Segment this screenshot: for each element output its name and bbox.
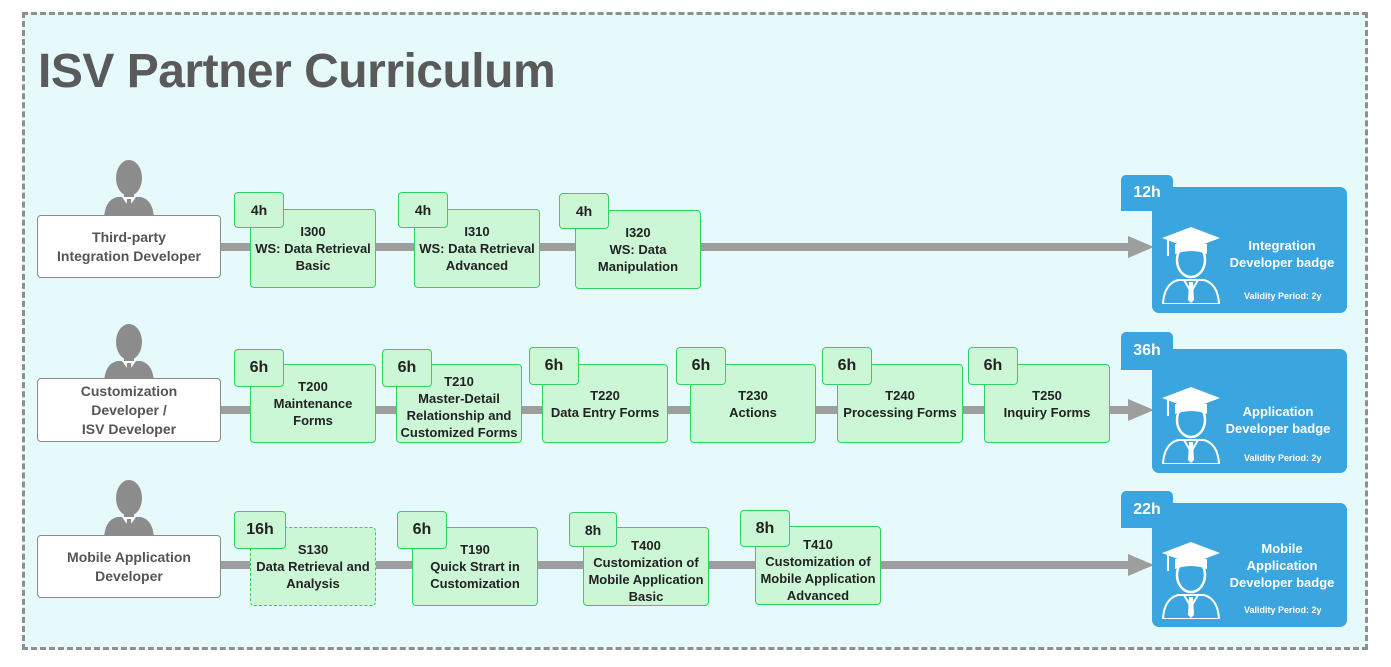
hours-tag: 4h <box>559 193 609 229</box>
course-card[interactable]: I300 WS: Data Retrieval Basic <box>250 209 376 288</box>
arrow-icon <box>1128 554 1154 576</box>
badge-label: Integration Developer badge <box>1229 238 1335 270</box>
badge-hours-tab: 12h <box>1121 175 1173 211</box>
role-label: Customization Developer / ISV Developer <box>80 382 178 437</box>
course-label: S130 Data Retrieval and Analysis <box>256 542 370 591</box>
course-label: T250 Inquiry Forms <box>1003 387 1091 420</box>
hours-tag: 6h <box>968 347 1018 385</box>
hours-tag: 8h <box>740 510 790 547</box>
course-label: T240 Processing Forms <box>843 387 957 420</box>
course-card[interactable]: T190 Quick Strart in Customization <box>412 527 538 606</box>
course-label: T230 Actions <box>729 387 777 420</box>
role-label: Third-party Integration Developer <box>57 228 201 264</box>
person-icon <box>104 324 154 382</box>
arrow-icon <box>1128 399 1154 421</box>
hours-tag: 6h <box>822 347 872 385</box>
validity-text: Validity Period: 2y <box>1244 291 1322 301</box>
course-label: I320 WS: Data Manipulation <box>597 225 679 274</box>
course-label: T210 Master-Detail Relationship and Cust… <box>400 373 518 440</box>
role-box: Third-party Integration Developer <box>37 215 221 278</box>
role-label: Mobile Application Developer <box>67 548 191 584</box>
hours-tag: 6h <box>397 511 447 549</box>
badge-hours-tab: 22h <box>1121 491 1173 528</box>
role-box: Customization Developer / ISV Developer <box>37 378 221 442</box>
track-line <box>215 406 1130 414</box>
hours-tag: 4h <box>398 192 448 228</box>
graduate-icon <box>1161 542 1221 619</box>
course-label: T200 Maintenance Forms <box>273 379 353 428</box>
page-title: ISV Partner Curriculum <box>38 45 556 98</box>
hours-tag: 16h <box>234 511 286 549</box>
role-box: Mobile Application Developer <box>37 535 221 598</box>
badge-label: Mobile Application Developer badge <box>1229 541 1335 590</box>
person-icon <box>104 480 154 538</box>
course-label: T410 Customization of Mobile Application… <box>760 536 876 603</box>
hours-tag: 6h <box>529 347 579 385</box>
course-label: T400 Customization of Mobile Application… <box>588 537 704 604</box>
person-icon <box>104 160 154 218</box>
validity-text: Validity Period: 2y <box>1244 605 1322 615</box>
course-label: I310 WS: Data Retrieval Advanced <box>419 224 535 273</box>
hours-tag: 8h <box>569 512 617 547</box>
course-label: T190 Quick Strart in Customization <box>430 542 520 591</box>
hours-tag: 6h <box>382 349 432 387</box>
course-label: I300 WS: Data Retrieval Basic <box>255 224 371 273</box>
badge-hours-tab: 36h <box>1121 332 1173 370</box>
validity-text: Validity Period: 2y <box>1244 453 1322 463</box>
hours-tag: 6h <box>676 347 726 385</box>
graduate-icon <box>1161 387 1221 464</box>
course-card[interactable]: T250 Inquiry Forms <box>984 364 1110 443</box>
arrow-icon <box>1128 236 1154 258</box>
hours-tag: 6h <box>234 349 284 387</box>
hours-tag: 4h <box>234 192 284 228</box>
course-label: T220 Data Entry Forms <box>550 387 660 420</box>
graduate-icon <box>1161 227 1221 304</box>
badge-label: Application Developer badge <box>1225 404 1331 436</box>
